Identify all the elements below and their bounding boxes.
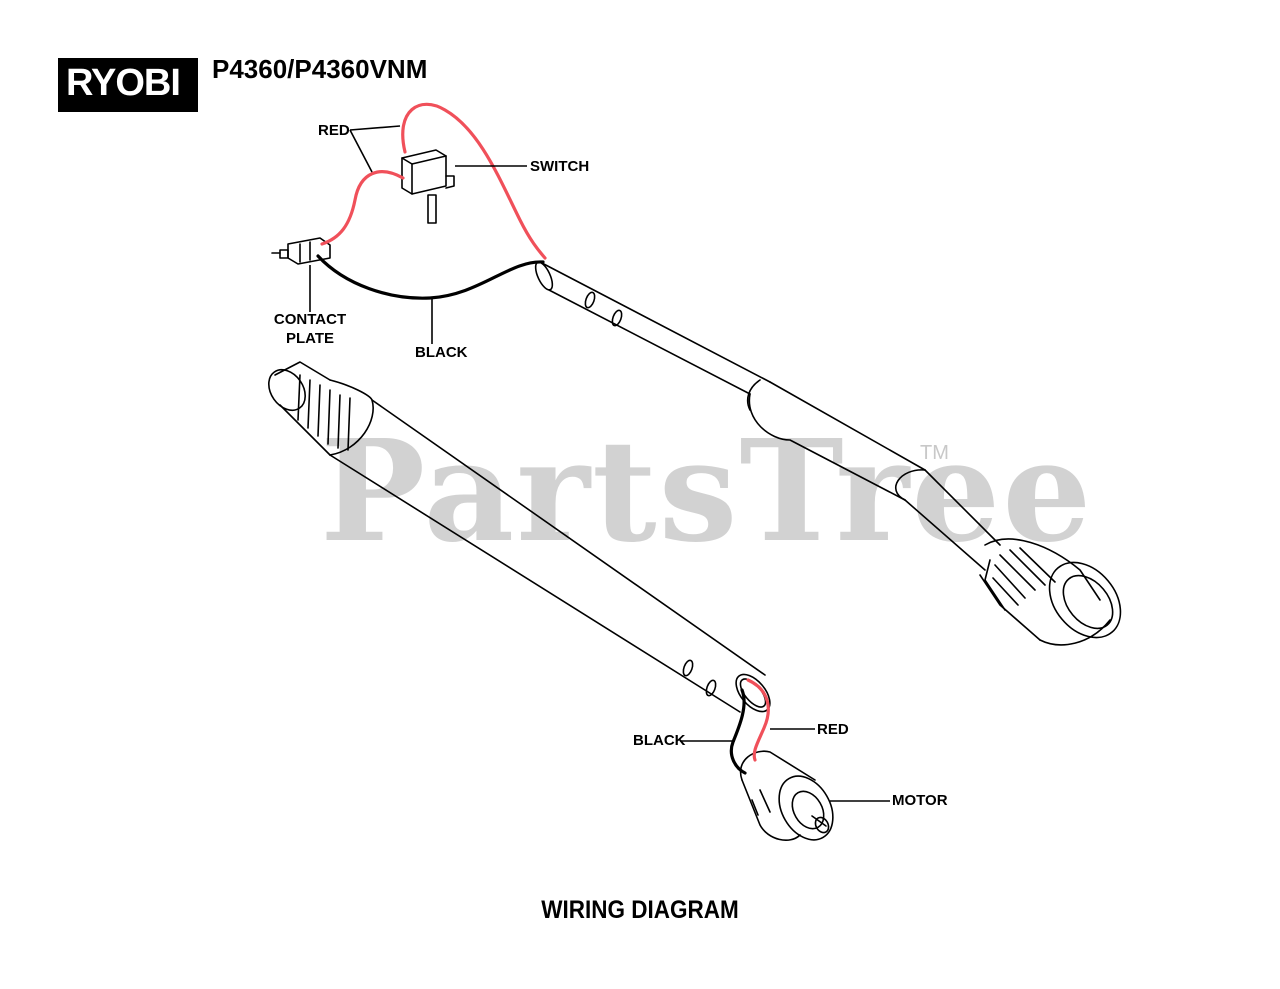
red-wire-switch-to-contact <box>320 170 405 246</box>
callout-motor: MOTOR <box>892 792 948 809</box>
watermark-tm: TM <box>920 442 949 464</box>
leader-red-top-a <box>349 125 401 131</box>
switch-component <box>401 149 455 224</box>
contact-plate <box>271 237 331 265</box>
leader-red-top-b <box>349 129 373 173</box>
diagram-caption: WIRING DIAGRAM <box>541 896 739 924</box>
callout-contact-plate-line2: PLATE <box>285 330 335 347</box>
lower-pole-grip <box>268 361 374 456</box>
black-wire-contact-to-pole <box>316 254 545 300</box>
callout-red-top: RED <box>318 122 350 139</box>
brand-logo-text: RYOBI <box>66 62 181 104</box>
callout-contact-plate-line1: CONTACT <box>273 311 347 328</box>
model-number: P4360/P4360VNM <box>212 54 428 84</box>
callout-black-bottom: BLACK <box>633 732 686 749</box>
upper-pole-middle <box>746 379 926 501</box>
callout-black-top: BLACK <box>415 344 468 361</box>
upper-pole-tube <box>534 261 771 395</box>
brand-logo <box>58 58 198 112</box>
motor-component <box>739 750 834 841</box>
callout-switch: SWITCH <box>530 158 590 175</box>
black-wire-pole-to-motor <box>729 688 747 775</box>
upper-pole-front <box>894 469 1001 571</box>
red-wire-pole-to-motor <box>746 678 770 762</box>
lower-pole-tube <box>329 399 771 713</box>
watermark: PartsTree <box>320 410 1094 574</box>
pole-coupler <box>979 538 1122 646</box>
callout-red-bottom: RED <box>817 721 849 738</box>
red-wire-switch-to-pole <box>401 102 547 260</box>
